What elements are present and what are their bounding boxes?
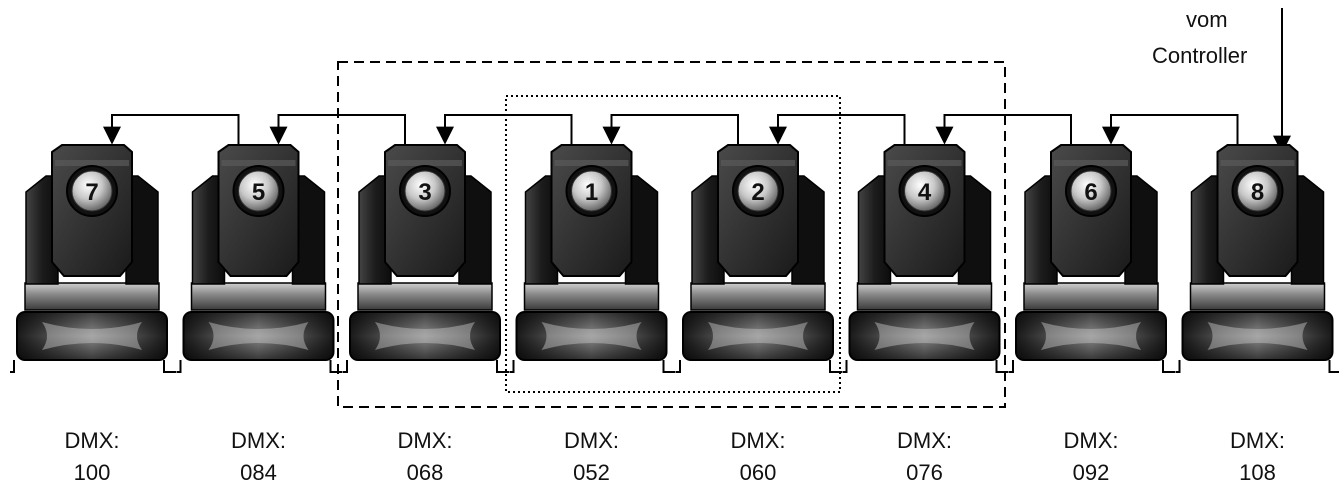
fixture-base-shade: [1182, 312, 1333, 360]
link-cable: [1102, 114, 1239, 145]
fixture-number: 1: [585, 179, 598, 206]
head-band: [887, 160, 962, 166]
fixture-base-shade: [350, 312, 500, 360]
link-cable: [103, 114, 240, 145]
link-cable: [436, 114, 573, 145]
base-glow: [42, 322, 142, 350]
fixture-number: 3: [418, 179, 431, 206]
link-cable: [602, 114, 739, 145]
link-cable: [769, 114, 906, 145]
dmx-address: 108: [1239, 460, 1276, 484]
base-plate: [24, 282, 160, 311]
fixture-number: 4: [918, 179, 932, 206]
dmx-label: DMX:: [564, 428, 619, 453]
feet-line: [10, 360, 176, 373]
head-band: [1220, 160, 1295, 166]
base-glow: [1207, 322, 1308, 350]
feet-line: [176, 360, 343, 373]
base-glow: [1041, 322, 1141, 350]
lens-icon: [571, 170, 612, 212]
dmx-address: 092: [1073, 460, 1110, 484]
feet-line: [842, 360, 1009, 373]
lens-icon: [71, 170, 113, 212]
lens-icon: [1237, 170, 1278, 212]
base-glow: [874, 322, 975, 350]
lens-icon: [238, 170, 279, 212]
fixture-number: 5: [252, 179, 265, 206]
feet-line: [1009, 360, 1175, 373]
feet-line: [343, 360, 509, 373]
dmx-address: 052: [573, 460, 610, 484]
dmx-cable-chain: [103, 8, 1291, 154]
link-cable: [935, 114, 1072, 145]
dmx-label: DMX:: [398, 428, 453, 453]
base-plate: [1189, 282, 1326, 311]
base-plate: [690, 282, 826, 311]
base-glow: [208, 322, 309, 350]
fixture-number: 2: [751, 179, 764, 206]
dmx-label: DMX:: [231, 428, 286, 453]
fixture-base-shade: [516, 312, 667, 360]
lens-icon: [904, 170, 945, 212]
head-band: [1054, 160, 1128, 166]
feet-line: [676, 360, 842, 373]
fixture-base-shade: [183, 312, 334, 360]
base-glow: [708, 322, 808, 350]
inner-group-box: [505, 95, 841, 393]
head-band: [388, 160, 462, 166]
fixture-number: 8: [1251, 179, 1264, 206]
controller-label-line1: vom: [1186, 7, 1228, 32]
dmx-label: DMX:: [731, 428, 786, 453]
dmx-address: 060: [740, 460, 777, 484]
base-plate: [856, 282, 993, 311]
dmx-address: 100: [74, 460, 111, 484]
fixture-base-shade: [683, 312, 833, 360]
feet-line: [509, 360, 676, 373]
base-glow: [541, 322, 642, 350]
dmx-address: 068: [407, 460, 444, 484]
base-plate: [190, 282, 327, 311]
lens-icon: [404, 170, 446, 212]
fixture-number: 7: [85, 179, 98, 206]
dmx-label: DMX:: [1230, 428, 1285, 453]
base-plate: [357, 282, 493, 311]
outer-group-box: [337, 61, 1006, 408]
dmx-address: 076: [906, 460, 943, 484]
head-band: [721, 160, 795, 166]
lens-icon: [1070, 170, 1112, 212]
link-cable: [269, 114, 406, 145]
base-plate: [1023, 282, 1159, 311]
dmx-label: DMX:: [897, 428, 952, 453]
base-plate: [523, 282, 660, 311]
lens-icon: [737, 170, 779, 212]
fixture-base-shade: [849, 312, 1000, 360]
controller-label-line2: Controller: [1152, 43, 1247, 68]
base-glow: [375, 322, 475, 350]
dmx-address: 084: [240, 460, 277, 484]
dmx-label: DMX:: [65, 428, 120, 453]
fixture-base-shade: [17, 312, 167, 360]
fixture-number: 6: [1084, 179, 1097, 206]
dmx-label: DMX:: [1064, 428, 1119, 453]
head-band: [554, 160, 629, 166]
feet-line: [1175, 360, 1339, 373]
fixture-base-shade: [1016, 312, 1166, 360]
head-band: [221, 160, 296, 166]
head-band: [55, 160, 129, 166]
